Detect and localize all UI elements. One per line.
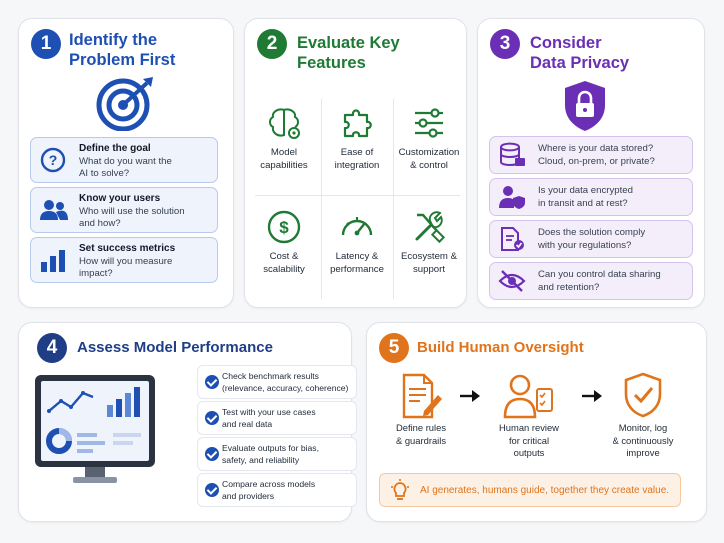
users-icon [40,200,68,220]
card-human-oversight: 5 Build Human Oversight Define rules& gu… [366,322,707,522]
step-number-4: 4 [37,333,67,363]
gauge-icon [341,217,373,236]
puzzle-icon [343,109,372,138]
document-check-icon [501,227,524,251]
list-item-data-stored: Where is your data stored?Cloud, on-prem… [489,136,693,174]
target-icon [96,77,153,131]
checklist-item: Check benchmark results(relevance, accur… [197,365,357,399]
card-title: Build Human Oversight [417,339,584,356]
svg-text:?: ? [49,152,58,168]
person-checklist-icon [503,374,553,419]
step-number-3: 3 [490,29,520,59]
feature-grid-divider [321,99,322,299]
card-title: Assess Model Performance [77,339,273,356]
step-number-2: 2 [257,29,287,59]
eye-off-icon [498,270,526,292]
document-pen-icon [402,373,442,419]
tagline-banner: AI generates, humans guide, together the… [379,473,681,507]
card-model-performance: 4 Assess Model Performance Check benchma… [18,322,357,522]
user-shield-icon [499,186,525,209]
step-define-rules: Define rules& guardrails [395,422,447,446]
sliders-icon [415,108,443,138]
feature-ecosystem-support: Ecosystem &support [394,209,464,276]
monitor-dashboard-icon [35,375,155,483]
shield-lock-icon [565,81,605,131]
step-number-1: 1 [31,29,61,59]
step-number-5: 5 [379,333,409,363]
feature-grid-divider [393,99,394,299]
svg-text:$: $ [279,218,289,237]
tools-icon [415,211,446,244]
check-icon [205,375,219,389]
checklist-item: Evaluate outputs for bias,safety, and re… [197,437,357,471]
check-icon [205,411,219,425]
lightbulb-icon [391,479,409,500]
question-icon: ? [40,147,66,173]
brain-icon [269,108,300,139]
feature-cost-scalability: $ Cost &scalability [249,209,319,276]
tagline-text: AI generates, humans guide, together the… [420,485,670,496]
feature-latency-performance: Latency &performance [322,209,392,276]
check-icon [205,483,219,497]
check-icon [205,447,219,461]
shield-check-icon [624,372,662,418]
arrow-right-icon [460,390,480,402]
arrow-right-icon [582,390,602,402]
bar-chart-icon [41,250,65,272]
feature-customization: Customization& control [394,105,464,172]
feature-grid-divider [255,195,460,196]
dollar-icon: $ [267,210,301,244]
database-lock-icon [500,142,525,166]
